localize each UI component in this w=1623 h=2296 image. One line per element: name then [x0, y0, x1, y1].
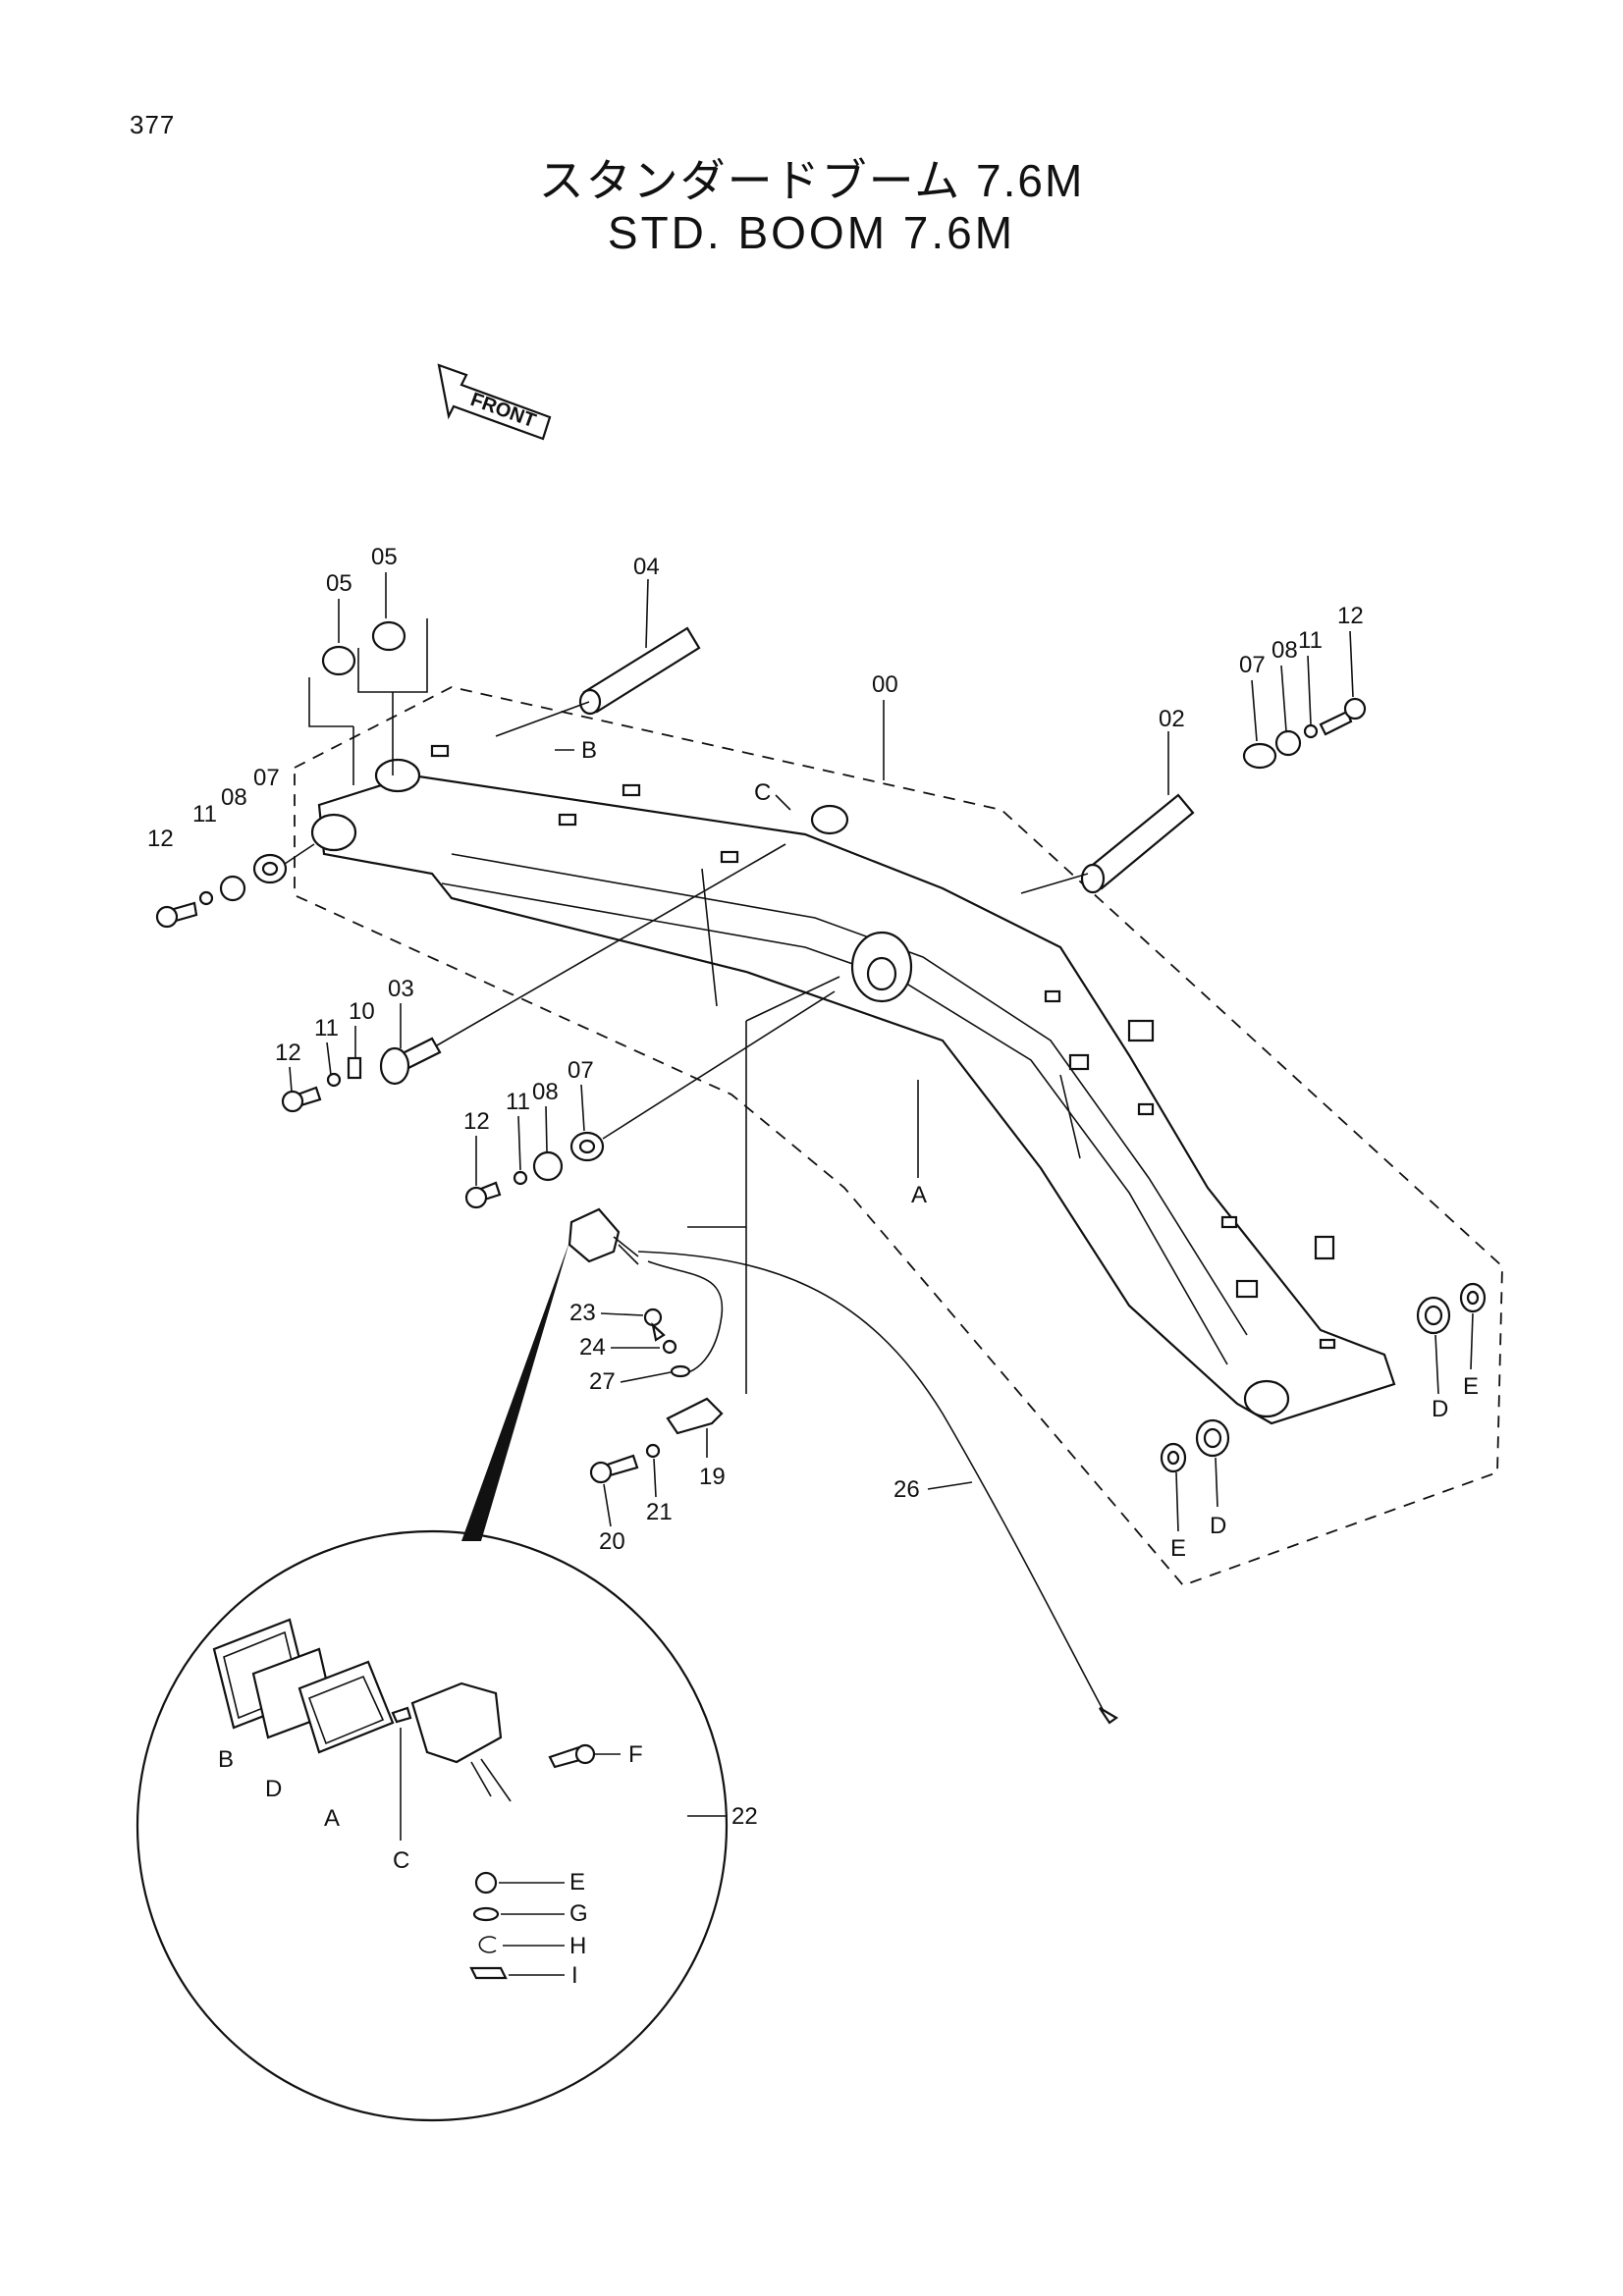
label-27: 27 [589, 1368, 616, 1395]
label-10: 10 [349, 998, 375, 1025]
front-label: FRONT [467, 389, 538, 432]
right-bushing-set [1160, 1282, 1487, 1473]
label-07c: 07 [568, 1057, 594, 1084]
lamp-bracket-set [589, 1308, 724, 1484]
washer-05b [371, 620, 406, 652]
label-lamp-G: G [569, 1900, 588, 1927]
label-21: 21 [646, 1499, 673, 1525]
label-11d: 11 [506, 1089, 530, 1115]
label-23: 23 [569, 1300, 596, 1326]
label-05b: 05 [371, 544, 398, 570]
middle-fastener-set [464, 990, 836, 1209]
label-E-bottom: E [1170, 1535, 1186, 1562]
lamp-detail-parts [212, 1618, 596, 1980]
label-D-right: D [1432, 1396, 1448, 1422]
washer-05a [321, 645, 356, 676]
label-19: 19 [699, 1464, 726, 1490]
boom-body [310, 744, 1396, 1425]
label-11b: 11 [1298, 627, 1323, 654]
label-A-boom: A [911, 1182, 927, 1208]
label-12a: 12 [147, 826, 174, 852]
label-lamp-F: F [628, 1741, 643, 1768]
work-lamp-assembly [568, 1207, 1119, 1725]
label-00: 00 [872, 671, 898, 698]
assembly-outline [294, 686, 1503, 1587]
label-22: 22 [731, 1803, 758, 1830]
label-26: 26 [893, 1476, 920, 1503]
left-fastener-set [155, 843, 315, 929]
label-20: 20 [599, 1528, 625, 1555]
label-lamp-C: C [393, 1847, 409, 1874]
right-top-fastener-set [1020, 697, 1367, 894]
label-07b: 07 [1239, 652, 1266, 678]
label-08b: 08 [1271, 637, 1298, 664]
pin-04 [495, 578, 701, 737]
label-C-top: C [754, 779, 771, 806]
label-02: 02 [1159, 706, 1185, 732]
label-12c: 12 [275, 1040, 301, 1066]
label-lamp-H: H [569, 1933, 586, 1959]
label-11a: 11 [192, 801, 217, 828]
label-lamp-D: D [265, 1776, 282, 1802]
front-arrow-icon: FRONT [437, 363, 552, 441]
label-D-bottom: D [1210, 1513, 1226, 1539]
label-E-right: E [1463, 1373, 1479, 1400]
page-number: 377 [130, 110, 176, 139]
lamp-detail-circle [135, 1529, 729, 2122]
magnify-pointer [461, 1242, 569, 1541]
pin-03-set [281, 843, 786, 1113]
label-12b: 12 [1337, 603, 1364, 629]
label-lamp-B: B [218, 1746, 234, 1773]
label-05a: 05 [326, 570, 352, 597]
label-lamp-E: E [569, 1869, 585, 1896]
label-B-top: B [581, 737, 597, 764]
label-12d: 12 [463, 1108, 490, 1135]
label-lamp-I: I [571, 1962, 578, 1989]
title-english: STD. BOOM 7.6M [607, 207, 1016, 258]
label-lamp-A: A [324, 1805, 340, 1832]
label-07a: 07 [253, 765, 280, 791]
label-08a: 08 [221, 784, 247, 811]
label-24: 24 [579, 1334, 606, 1361]
label-11c: 11 [314, 1015, 339, 1041]
label-03: 03 [388, 976, 414, 1002]
label-04: 04 [633, 554, 660, 580]
label-08c: 08 [532, 1079, 559, 1105]
title-japanese: スタンダードブーム 7.6M [538, 155, 1085, 206]
